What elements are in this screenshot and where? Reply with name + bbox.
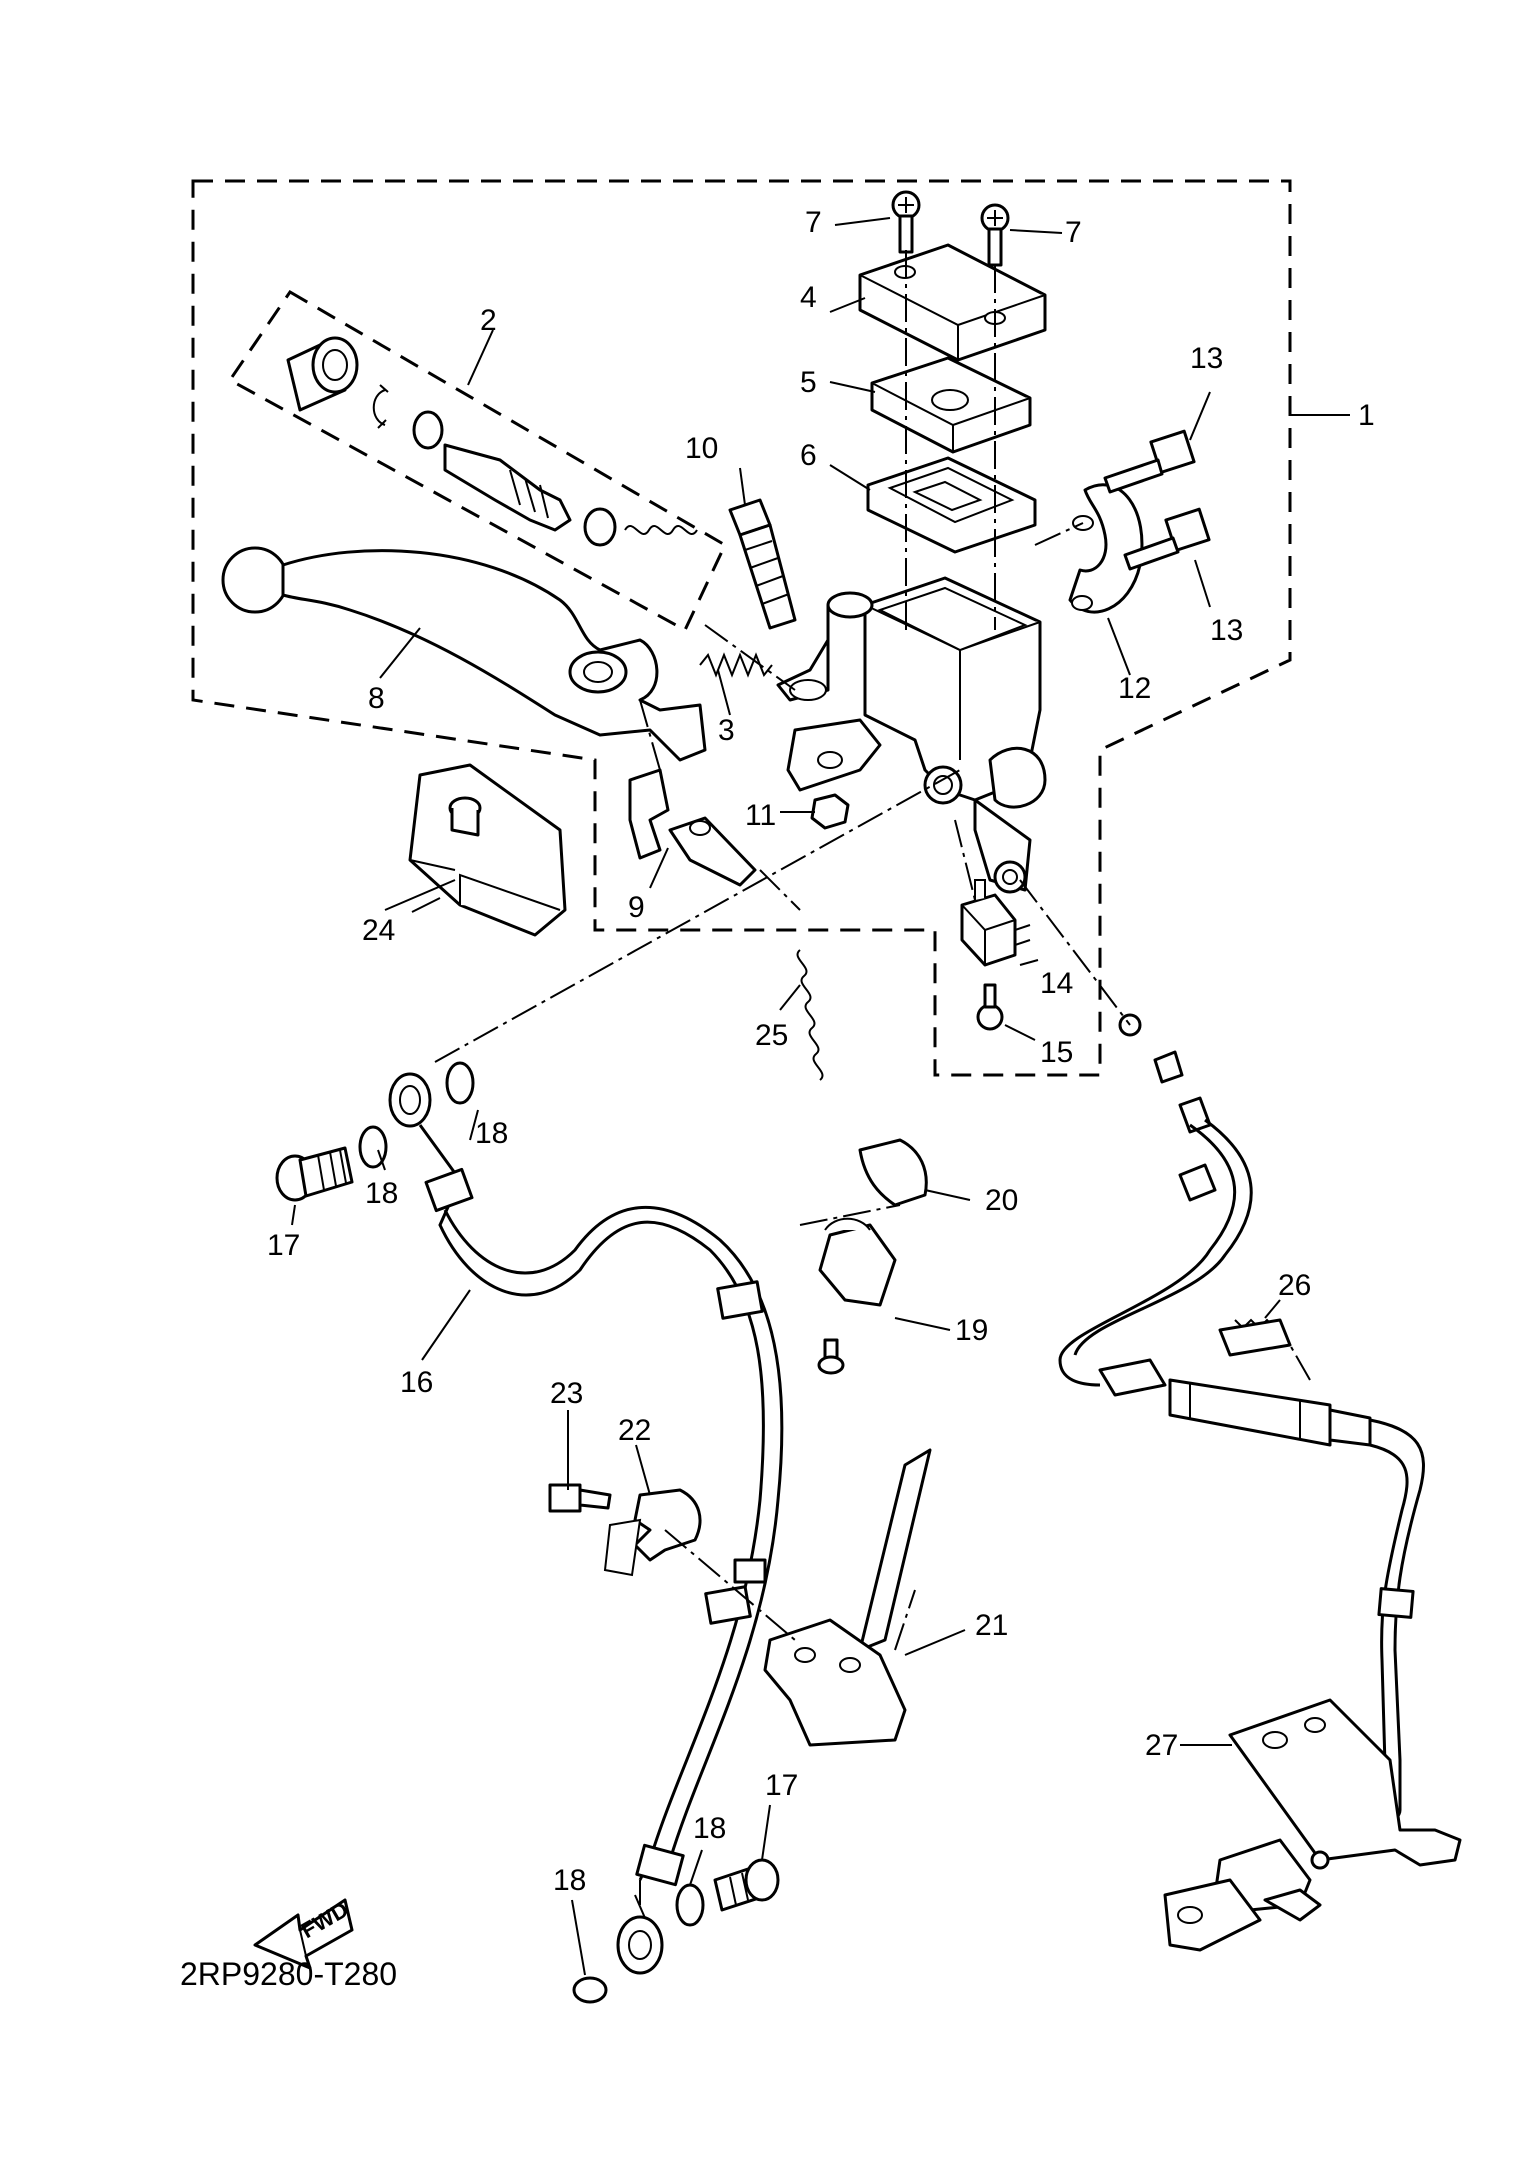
holder-screw [817, 1338, 845, 1375]
callout-24: 24 [362, 914, 395, 947]
callout-17-upper: 17 [267, 1229, 300, 1262]
callout-26: 26 [1278, 1269, 1311, 1302]
callout-4: 4 [800, 281, 817, 314]
callout-10: 10 [685, 432, 718, 465]
bolt-13-upper [1103, 429, 1196, 494]
parts [221, 190, 1462, 2004]
washer-18-d [572, 1976, 608, 2004]
callout-19: 19 [955, 1314, 988, 1347]
cable-guide-bracket [1163, 1698, 1462, 1952]
handlebar-clamp [1068, 483, 1144, 614]
switch-bracket [628, 768, 757, 887]
bolt-23 [548, 1483, 612, 1513]
callout-15: 15 [1040, 1036, 1073, 1069]
callout-13-lower: 13 [1210, 614, 1243, 647]
callout-8: 8 [368, 682, 385, 715]
forward-arrow-icon [253, 1898, 354, 1970]
hose-holder-20 [858, 1138, 928, 1207]
hose-holder-19 [818, 1223, 897, 1307]
callout-3: 3 [718, 714, 735, 747]
callout-13-upper: 13 [1190, 342, 1223, 375]
banjo-bolt-lower [713, 1858, 780, 1912]
callout-18-a: 18 [475, 1117, 508, 1150]
callout-25: 25 [755, 1019, 788, 1052]
callout-7-left: 7 [805, 206, 822, 239]
callout-22: 22 [618, 1414, 651, 1447]
callout-labels: 1 2 3 4 5 6 7 7 8 9 10 11 12 13 13 14 15… [267, 206, 1375, 1897]
callout-23: 23 [550, 1377, 583, 1410]
callout-18-c: 18 [693, 1812, 726, 1845]
leader-lines [291, 217, 1350, 1976]
callout-20: 20 [985, 1184, 1018, 1217]
callout-27: 27 [1145, 1729, 1178, 1762]
hose-clamp-22 [633, 1488, 702, 1562]
lever-cover [408, 763, 567, 937]
callout-18-d: 18 [553, 1864, 586, 1897]
brake-hose [388, 1072, 784, 1975]
screw-7-right [980, 203, 1010, 267]
brake-lever [221, 546, 707, 762]
washer-18-b [445, 1061, 475, 1105]
callout-14: 14 [1040, 967, 1073, 1000]
nut [810, 793, 850, 830]
hose-bracket [763, 1448, 932, 1747]
banjo-bolt-upper [275, 1146, 354, 1202]
callout-5: 5 [800, 366, 817, 399]
switch-screw [976, 983, 1004, 1031]
bolt-13-lower [1123, 507, 1211, 571]
switch-spring [796, 949, 824, 1081]
master-cylinder-body [776, 576, 1047, 894]
callout-11: 11 [745, 799, 776, 832]
callout-16: 16 [400, 1366, 433, 1399]
brake-switch [960, 879, 1031, 967]
master-cylinder-assembly-boundary [191, 179, 1292, 1077]
callout-18-b: 18 [365, 1177, 398, 1210]
callout-9: 9 [628, 891, 645, 924]
piston-kit-boundary [227, 290, 727, 633]
pivot-bolt [728, 498, 797, 630]
callout-6: 6 [800, 439, 817, 472]
callout-7-right: 7 [1065, 216, 1082, 249]
callout-1: 1 [1358, 399, 1375, 432]
brake-cable [1058, 1013, 1425, 1852]
callout-12: 12 [1118, 672, 1151, 705]
piston-kit [286, 336, 698, 547]
callout-21: 21 [975, 1609, 1008, 1642]
assembly-boundaries [191, 179, 1292, 1077]
diagram-code: 2RP9280-T280 [180, 1956, 397, 1992]
callout-2: 2 [480, 304, 497, 337]
screw-7-left [891, 190, 921, 254]
callout-17-lower: 17 [765, 1769, 798, 1802]
washer-18-c [675, 1883, 705, 1927]
